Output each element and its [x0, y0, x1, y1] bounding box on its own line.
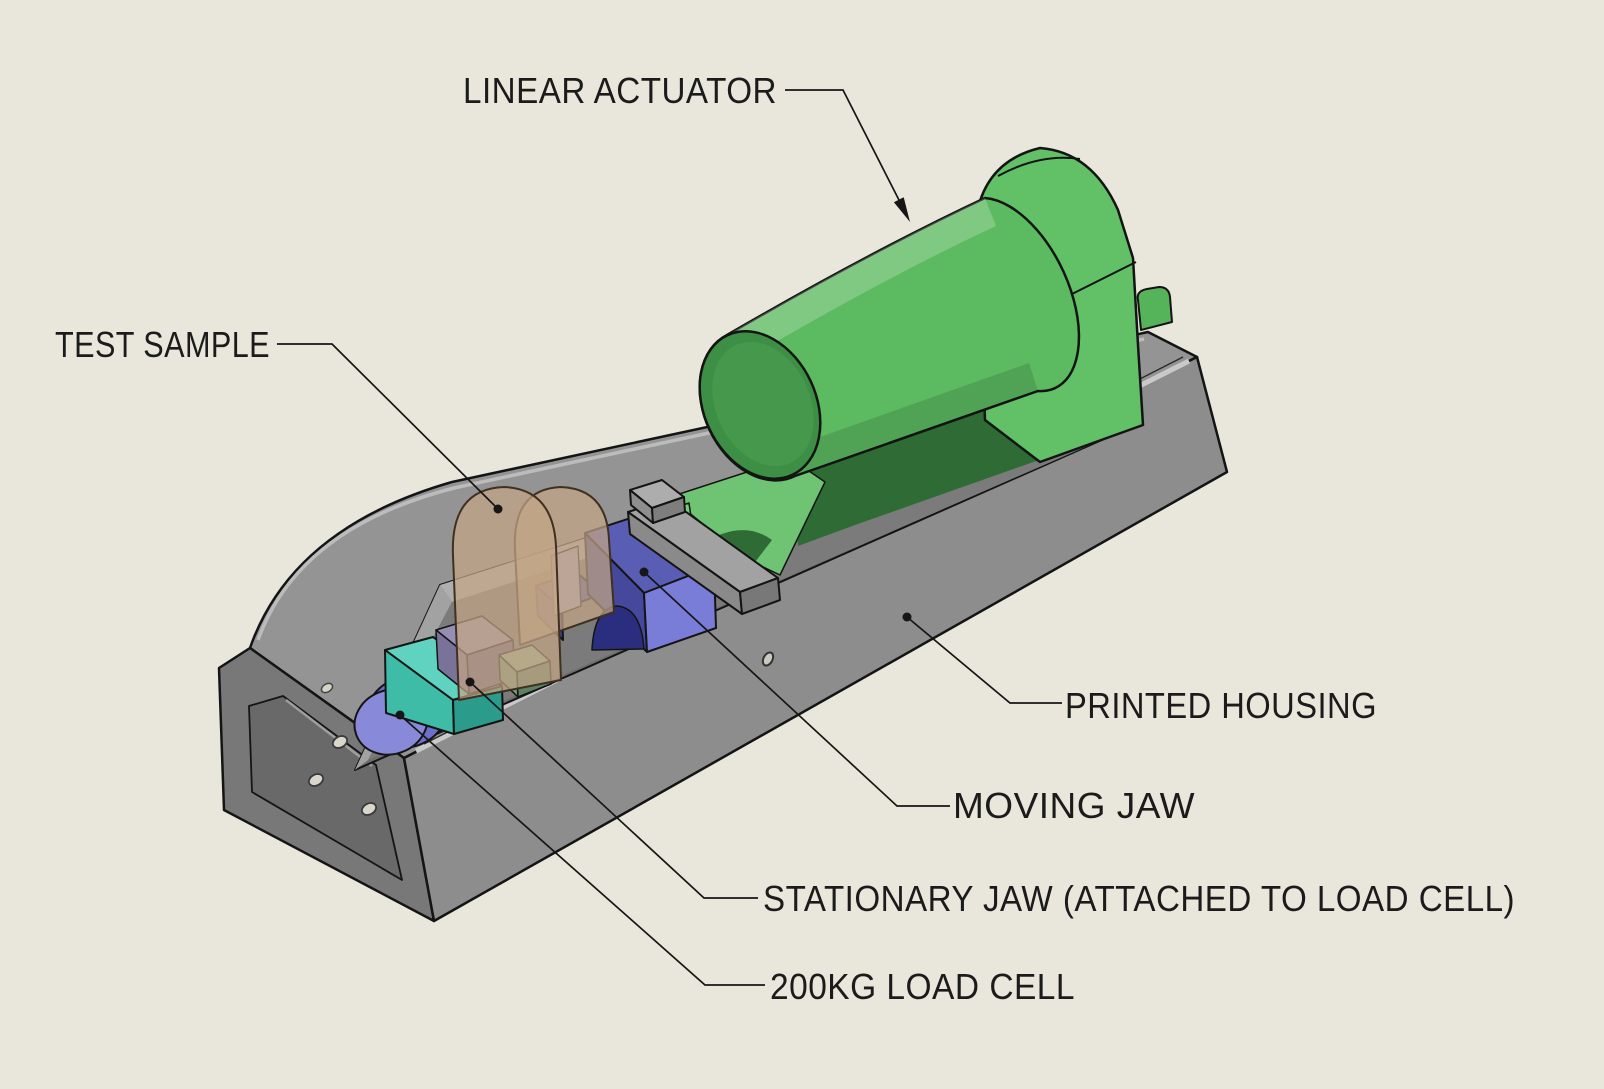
- test-sample-front-lobe: [451, 486, 562, 701]
- cylinder-shade: [786, 363, 1038, 476]
- leader-dot: [902, 612, 912, 622]
- foot-hole: [331, 735, 349, 749]
- leader-printed-housing: [906, 616, 1062, 704]
- leader-dot: [395, 710, 405, 720]
- foot-panel-bevel: [285, 699, 373, 767]
- moving-jaw-arch-cutout: [591, 605, 645, 651]
- label-stationary-jaw: STATIONARY JAW (ATTACHED TO LOAD CELL): [763, 878, 1515, 919]
- housing-back-fillet: [256, 337, 1145, 641]
- actuator-mount-tab: [1136, 286, 1173, 331]
- leader-linear-actuator: [785, 89, 902, 205]
- housing-crossbar: [627, 479, 781, 615]
- leader-dot: [493, 504, 503, 514]
- crossbar-front-face: [739, 577, 781, 615]
- foot-hole: [360, 802, 378, 816]
- leader-moving-jaw: [643, 571, 950, 807]
- arch-seam-top: [997, 156, 1081, 177]
- label-test-sample: TEST SAMPLE: [55, 324, 270, 365]
- cylinder-highlight: [727, 198, 996, 363]
- leader-lines: [277, 89, 1062, 986]
- housing-foot-panel: [248, 695, 403, 881]
- leader-dot: [639, 567, 649, 577]
- leader-load-cell: [399, 714, 765, 986]
- leader-test-sample: [277, 343, 499, 510]
- front-face-hole: [761, 651, 775, 667]
- label-linear-actuator: LINEAR ACTUATOR: [463, 70, 777, 111]
- leader-markers: [395, 197, 912, 720]
- linear-actuator-model: [698, 146, 1173, 482]
- leader-arrow-icon: [893, 197, 910, 222]
- crossbar-tab-right: [651, 496, 686, 524]
- leader-dot: [465, 677, 475, 687]
- end-cap-inner: [712, 341, 814, 467]
- callout-labels: LINEAR ACTUATOR TEST SAMPLE PRINTED HOUS…: [55, 70, 1515, 1007]
- leader-stationary-jaw: [469, 681, 758, 899]
- foot-hole: [307, 773, 325, 787]
- label-load-cell: 200KG LOAD CELL: [770, 966, 1075, 1007]
- rim-hole: [320, 682, 334, 694]
- label-printed-housing: PRINTED HOUSING: [1065, 685, 1377, 726]
- test-sample-model: [451, 486, 615, 701]
- label-moving-jaw: MOVING JAW: [953, 785, 1195, 826]
